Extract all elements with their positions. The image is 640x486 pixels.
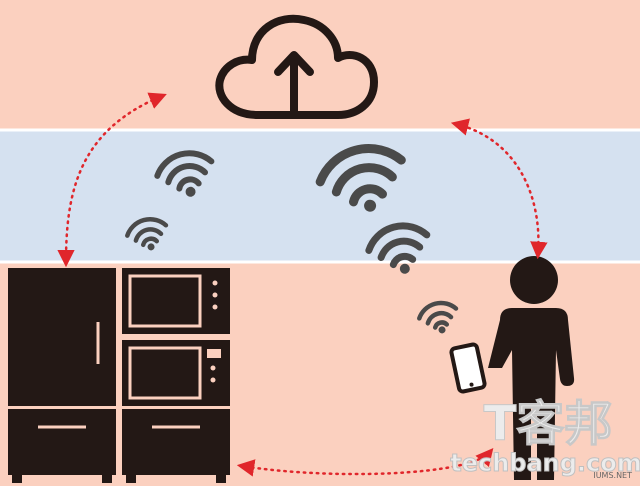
arrow-cloud-to-person bbox=[450, 118, 548, 260]
wifi-icon bbox=[365, 222, 431, 274]
wifi-icon bbox=[315, 144, 406, 212]
wifi-icon bbox=[417, 300, 459, 334]
refrigerator-icon bbox=[8, 268, 116, 483]
microwave-oven-icon bbox=[122, 268, 230, 334]
microwave-oven-icon bbox=[122, 340, 230, 406]
watermark-chinese: T客邦 bbox=[484, 396, 613, 452]
smartphone-icon bbox=[449, 342, 487, 394]
cloud-upload-icon bbox=[215, 14, 378, 119]
watermark-small: IUMS.NET bbox=[593, 471, 632, 480]
arrow-person-to-appliances bbox=[236, 447, 494, 477]
cabinet-icon bbox=[122, 409, 230, 483]
wifi-band bbox=[0, 130, 640, 262]
person-icon bbox=[488, 256, 575, 480]
watermark-site: techbang.com bbox=[450, 449, 640, 477]
arrow-cloud-to-appliances bbox=[57, 92, 167, 268]
cloud-band bbox=[0, 0, 640, 130]
